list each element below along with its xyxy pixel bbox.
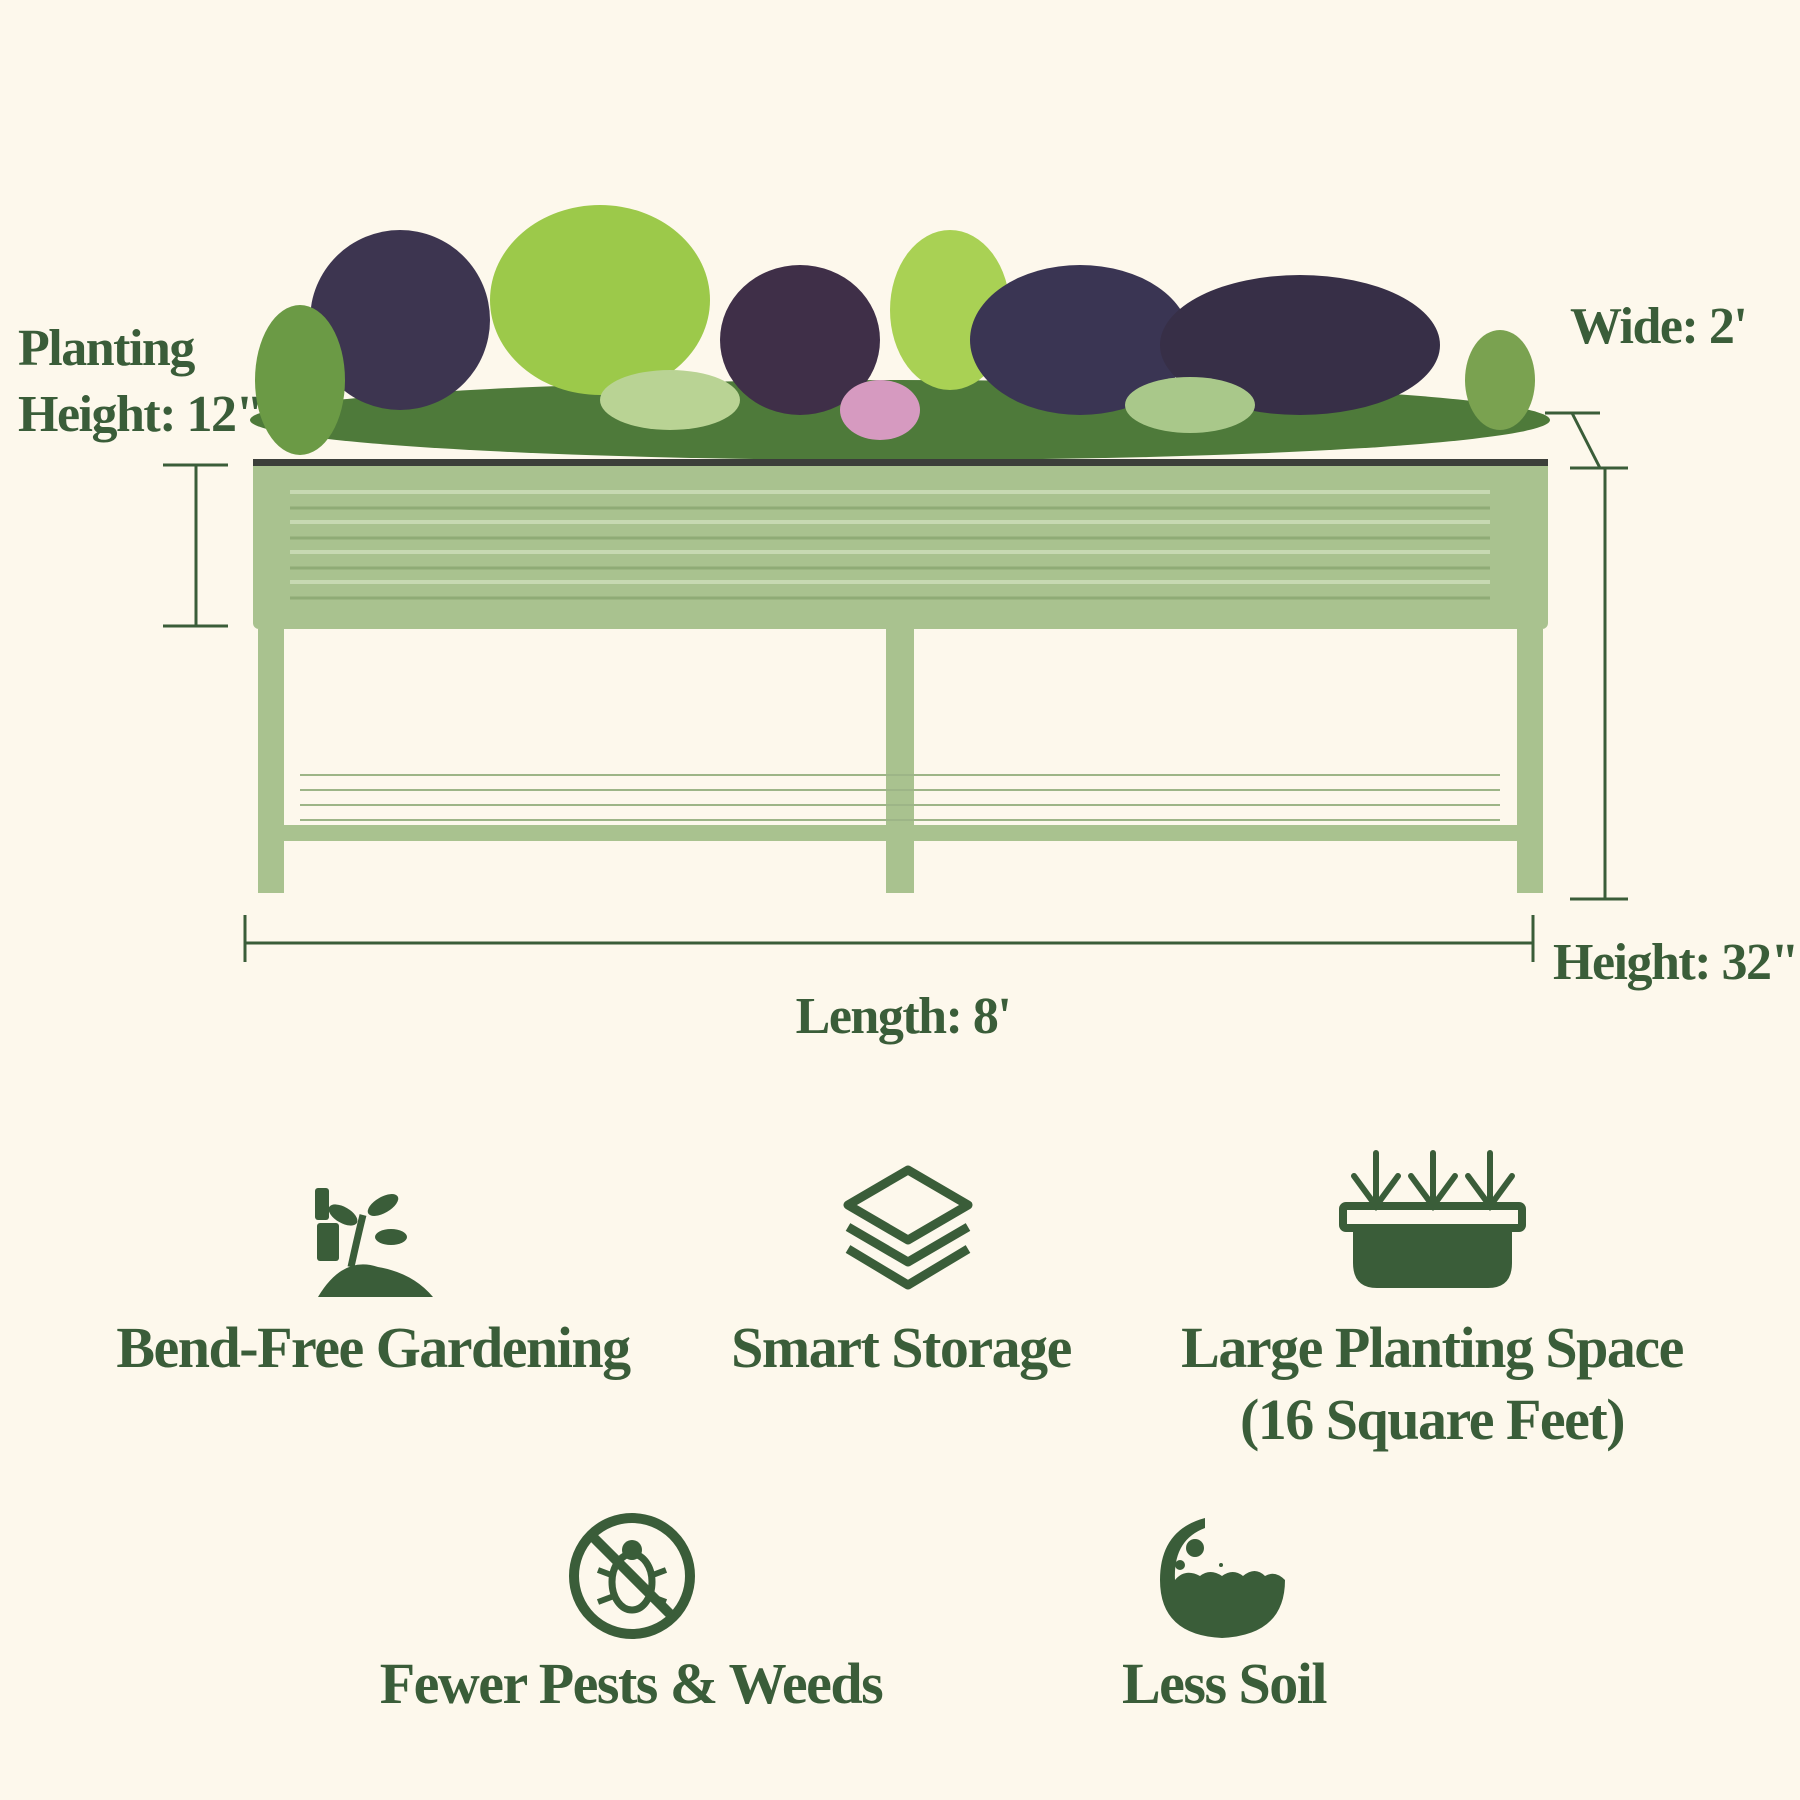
no-bug-icon bbox=[569, 1513, 695, 1639]
plant-shovel-icon bbox=[315, 1188, 433, 1297]
dimension-lines bbox=[163, 411, 1628, 962]
layers-icon bbox=[843, 1165, 973, 1290]
planting-line-1: Planting bbox=[18, 320, 195, 377]
soil-bowl-icon bbox=[1160, 1518, 1285, 1638]
planter-frame bbox=[253, 459, 1548, 893]
feature-fewer-pests: Fewer Pests & Weeds bbox=[379, 1651, 884, 1716]
feature-line-1: Large Planting Space bbox=[1181, 1315, 1684, 1380]
feature-line-2: (16 Square Feet) bbox=[1239, 1387, 1626, 1452]
raised-planter-image bbox=[250, 205, 1550, 893]
feature-smart-storage: Smart Storage bbox=[731, 1315, 1072, 1380]
planting-height-label: Planting Height: 12" bbox=[18, 316, 264, 448]
planter-box-icon bbox=[1339, 1150, 1526, 1288]
feature-less-soil: Less Soil bbox=[1121, 1651, 1328, 1716]
feature-large-planting-space: Large Planting Space (16 Square Feet) bbox=[1181, 1312, 1684, 1456]
feature-bend-free-gardening: Bend-Free Gardening bbox=[116, 1315, 631, 1380]
height-label: Height: 32" bbox=[1553, 934, 1799, 991]
wide-label: Wide: 2' bbox=[1570, 298, 1748, 355]
length-label: Length: 8' bbox=[795, 988, 1012, 1045]
planting-line-2: Height: 12" bbox=[18, 386, 264, 443]
plants bbox=[250, 205, 1550, 460]
